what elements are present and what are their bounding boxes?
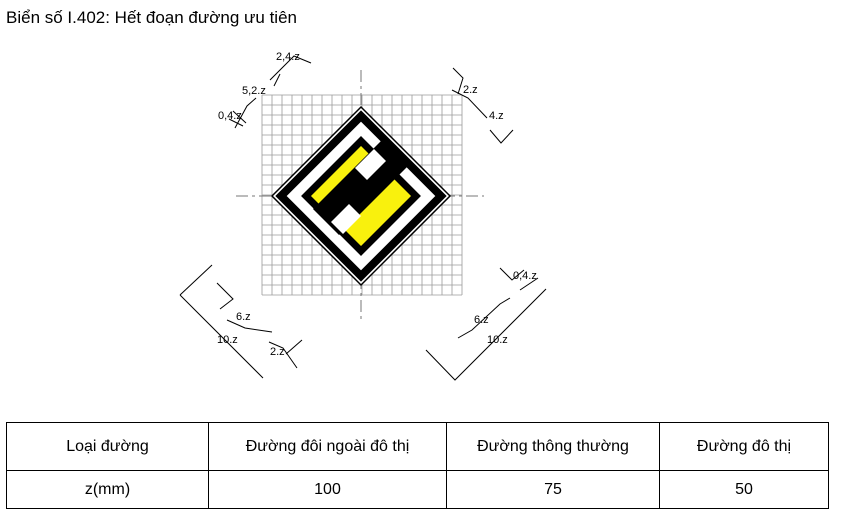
dim-label-6z-right: 6.z [474,314,489,326]
spec-table: Loại đường Đường đôi ngoài đô thị Đường … [6,422,829,509]
page-title: Biển số I.402: Hết đoạn đường ưu tiên [6,8,297,27]
sign [270,105,452,287]
dim-label-0-4z-top: 0,4.z [218,110,242,122]
white-gap-top [355,149,386,180]
dim-label-2z-top: 2.z [463,84,478,96]
table-header-cell: Loại đường [6,422,209,471]
table-cell: 50 [659,470,829,509]
dim-label-5-2z: 5,2.z [242,85,266,97]
white-gap-bottom [331,204,361,234]
table-cell: 75 [446,470,660,509]
dim-label-2-4z: 2,4.z [276,51,300,63]
dim-label-2z-bottom: 2.z [270,346,285,358]
dimension-lines [179,55,547,381]
table-header-cell: Đường đô thị [659,422,829,471]
sign-diagram: 2,4.z 5,2.z 0,4.z 2.z 4.z 6.z 10.z 2.z 0… [179,51,547,381]
table-row: z(mm) 100 75 50 [6,470,829,509]
dim-label-4z: 4.z [489,110,504,122]
dim-label-10z-left: 10.z [217,334,238,346]
dim-label-10z-right: 10.z [487,334,508,346]
black-border [275,110,447,282]
table-header-cell: Đường đôi ngoài đô thị [208,422,447,471]
dim-label-6z-left: 6.z [236,311,251,323]
dim-label-0-4z-bottom: 0,4.z [513,270,537,282]
table-header-cell: Đường thông thường [446,422,660,471]
diagonal-bar [313,140,408,235]
table-cell: z(mm) [6,470,209,509]
table-header-row: Loại đường Đường đôi ngoài đô thị Đường … [6,422,829,471]
table-cell: 100 [208,470,447,509]
